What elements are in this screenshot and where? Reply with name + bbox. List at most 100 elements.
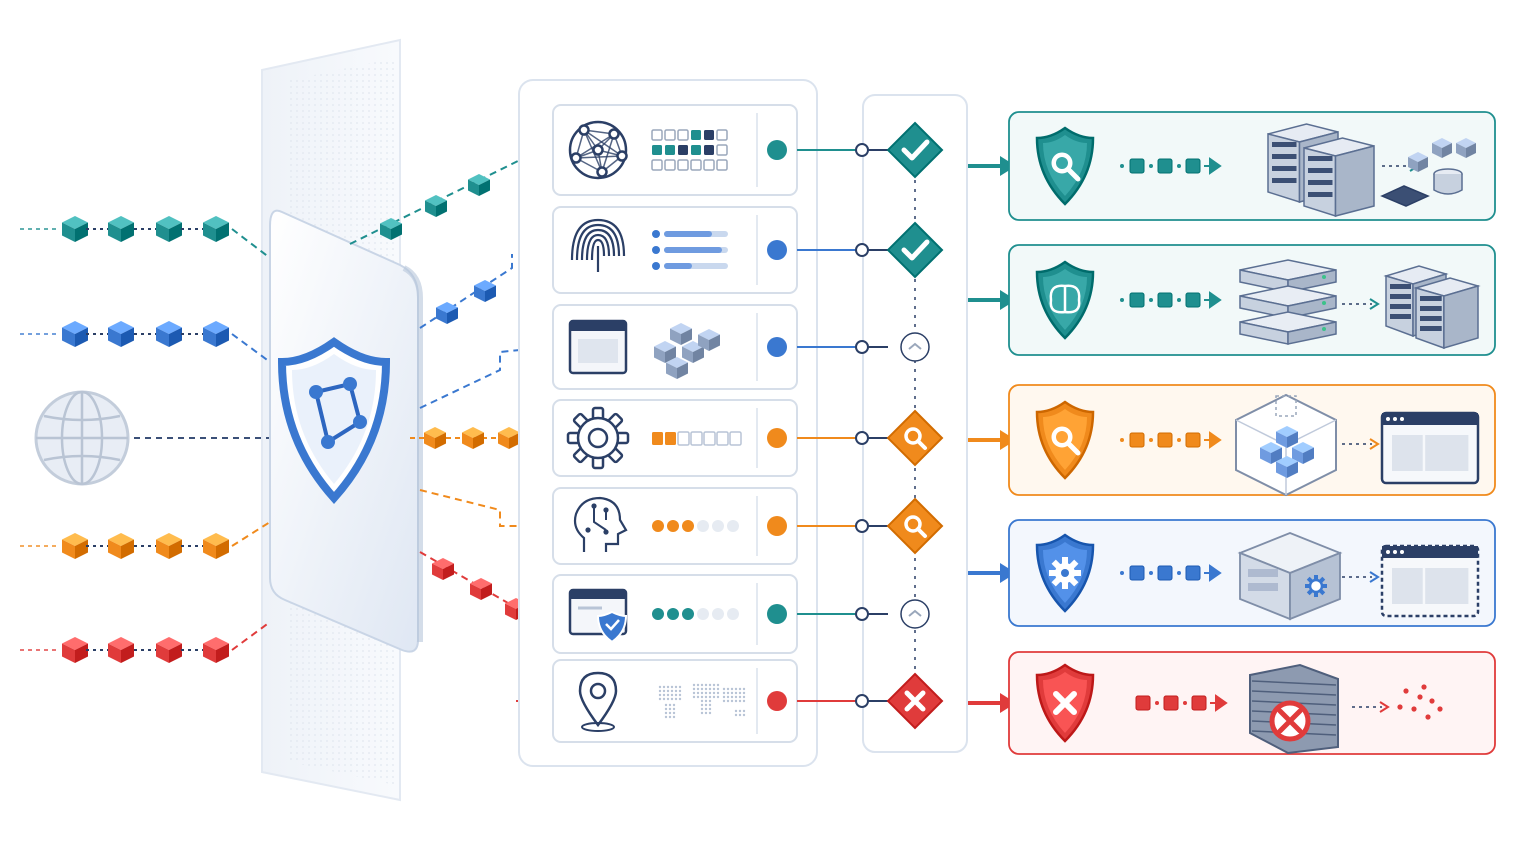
- network-globe-icon: [568, 120, 628, 180]
- connector-line: [231, 521, 271, 547]
- outcomes-column: [968, 111, 1496, 755]
- cube-icon: [380, 218, 402, 240]
- input-stream-3: [34, 390, 270, 486]
- connector-line: [419, 551, 521, 611]
- outcome-row-1: [968, 111, 1496, 221]
- junction-node: [855, 519, 869, 533]
- routing-lines: [349, 139, 545, 712]
- arrow-right-icon: [1204, 157, 1222, 175]
- check-card-5: [552, 487, 860, 565]
- secure-window-icon: [568, 588, 628, 644]
- cube-icon: [62, 216, 88, 242]
- check-card-2: [552, 206, 860, 294]
- location-pin-icon: [578, 671, 618, 732]
- cube-icon: [470, 578, 492, 600]
- progress-squares-icon: [652, 431, 742, 446]
- check-card-4: [552, 399, 860, 477]
- cube-icon: [108, 533, 134, 559]
- gateway-device: [269, 209, 423, 653]
- cube-icon: [203, 533, 229, 559]
- cubes-database-icon: [1380, 138, 1476, 207]
- connector-line: [419, 254, 513, 329]
- shield-network-icon: [277, 337, 391, 504]
- server-unit-icon: [1303, 137, 1375, 218]
- cube-icon: [156, 321, 182, 347]
- cube-icon: [108, 321, 134, 347]
- gear-icon: [566, 406, 630, 470]
- connector-line: [231, 621, 271, 651]
- cube-icon: [1456, 138, 1476, 158]
- grid-pattern-icon: [651, 129, 728, 171]
- browser-window-icon: [1380, 411, 1480, 485]
- cube-icon: [1408, 152, 1428, 172]
- cube-icon: [1276, 426, 1298, 448]
- route-4: [410, 427, 545, 449]
- arrow-right-icon: [1379, 701, 1390, 713]
- cube-icon: [498, 427, 520, 449]
- cube-icon: [436, 302, 458, 324]
- cube-icon: [156, 637, 182, 663]
- junction-node: [855, 243, 869, 257]
- junction-node: [855, 607, 869, 621]
- check-card-7: [552, 659, 860, 743]
- arrow-right-icon: [1204, 291, 1222, 309]
- cube-icon: [474, 280, 496, 302]
- status-dot: [767, 604, 787, 624]
- packet-stream: [1120, 157, 1222, 175]
- decision-4: [855, 409, 944, 467]
- browser-window-icon: [1380, 544, 1480, 618]
- checks-column: [552, 104, 860, 743]
- arrow-right-icon: [1000, 290, 1016, 310]
- browser-window-icon: [568, 319, 628, 375]
- cube-icon: [62, 637, 88, 663]
- check-card-6: [552, 574, 860, 654]
- arrow-right-icon: [1369, 571, 1380, 583]
- gear-box-icon: [1237, 532, 1343, 621]
- cube-icon: [424, 427, 446, 449]
- arrow-right-icon: [1369, 298, 1380, 310]
- world-map-icon: [658, 683, 746, 719]
- approved-check-icon: [886, 121, 944, 179]
- blocked-x-icon: [886, 672, 944, 730]
- progress-dots-icon: [652, 520, 739, 532]
- browser-window-icon: [1380, 544, 1480, 618]
- connector-line: [419, 349, 521, 409]
- status-dot: [767, 337, 787, 357]
- decision-6: [855, 599, 930, 629]
- decision-2: [855, 221, 944, 279]
- pending-circle-icon: [900, 599, 930, 629]
- decision-3: [855, 332, 930, 362]
- input-stream-2: [20, 321, 271, 363]
- review-search-icon: [886, 497, 944, 555]
- junction-node: [855, 694, 869, 708]
- browser-window-icon: [1380, 411, 1480, 485]
- search-shield-icon: [1035, 126, 1095, 206]
- cube-icon: [468, 174, 490, 196]
- packet-stream: [1120, 431, 1222, 449]
- decision-1: [855, 121, 944, 179]
- cube-icon: [432, 558, 454, 580]
- search-shield-icon: [1035, 400, 1095, 480]
- block-shield-icon: [1035, 663, 1095, 743]
- outcome-row-5: [968, 651, 1496, 755]
- cube-icon: [156, 216, 182, 242]
- decision-column: [855, 121, 944, 730]
- cube-icon: [203, 216, 229, 242]
- cube-icon: [108, 216, 134, 242]
- ai-head-icon: [573, 496, 628, 552]
- brain-shield-icon: [1035, 260, 1095, 340]
- slider-bars-icon: [652, 230, 728, 270]
- cube-icon: [425, 195, 447, 217]
- status-dot: [767, 428, 787, 448]
- cube-icon: [108, 637, 134, 663]
- outcome-row-3: [968, 384, 1496, 497]
- input-stream-1: [20, 216, 271, 259]
- server-rack-icon: [1239, 259, 1337, 345]
- arrow-right-icon: [1210, 694, 1228, 712]
- arrow-right-icon: [1204, 564, 1222, 582]
- arrow-right-icon: [1000, 693, 1016, 713]
- cube-icon: [62, 533, 88, 559]
- arrow-right-icon: [1000, 156, 1016, 176]
- route-1: [349, 139, 545, 245]
